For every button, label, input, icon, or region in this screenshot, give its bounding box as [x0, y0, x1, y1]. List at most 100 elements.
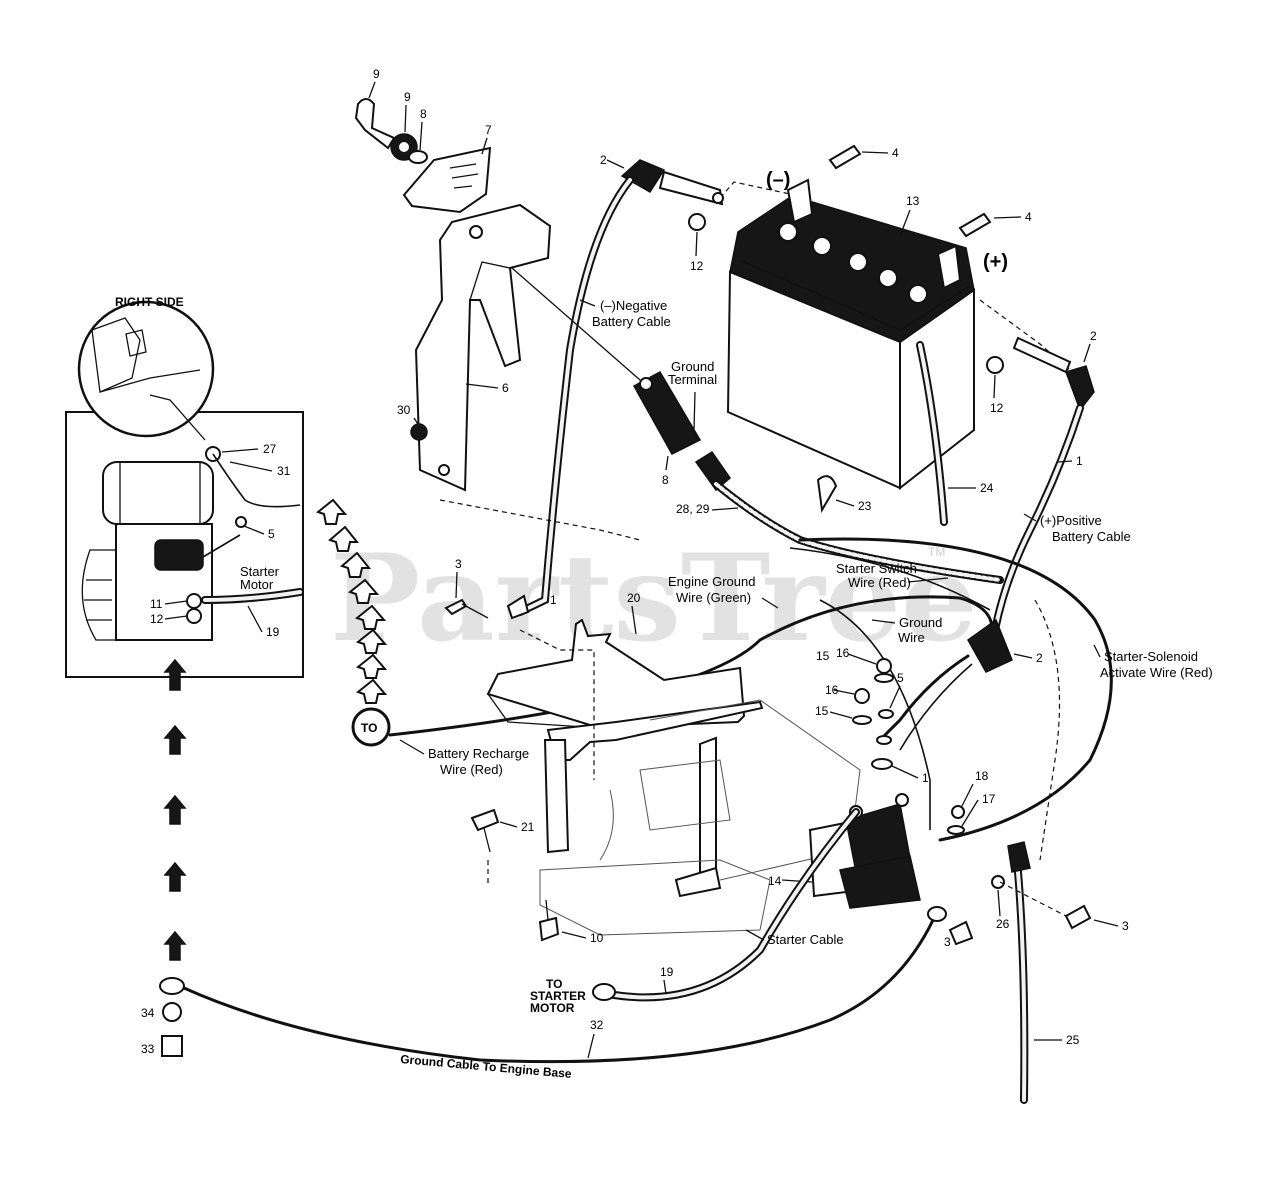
ground-cable-eyelet — [159, 977, 185, 995]
vertical-solid-arrows — [163, 658, 187, 961]
negative-terminal — [786, 178, 814, 224]
cable-clip-23 — [816, 475, 838, 514]
callout-4-top: 4 — [892, 146, 899, 160]
callout-9b: 9 — [404, 90, 411, 104]
callout-24: 24 — [980, 481, 994, 495]
boot-2-solenoid — [967, 618, 1013, 673]
callout-7: 7 — [485, 123, 492, 137]
callout-2-solenoid: 2 — [1036, 651, 1043, 665]
negative-sign: (–) — [766, 169, 790, 191]
inset-magnifier-edge — [99, 369, 201, 393]
engine-flywheel-cover — [81, 549, 117, 641]
callout-12-inset: 12 — [150, 612, 164, 626]
starter-switch-wire — [789, 547, 991, 611]
callout-19-inset: 19 — [266, 625, 280, 639]
ignition-key — [354, 98, 396, 150]
inset-starter-motor — [154, 539, 204, 571]
bolt-3-right — [1064, 904, 1092, 930]
inset-title: RIGHT SIDE — [115, 295, 184, 309]
callout-32: 32 — [590, 1018, 604, 1032]
ground-wire — [819, 599, 931, 830]
callout-34: 34 — [141, 1006, 155, 1020]
nut-12-left — [688, 213, 706, 231]
callout-1-right: 1 — [1076, 454, 1083, 468]
label-recharge-wire-2: Wire (Red) — [440, 762, 503, 777]
callout-12-left: 12 — [690, 259, 704, 273]
nut-12-right — [986, 356, 1004, 374]
positive-sign: (+) — [983, 251, 1008, 273]
callout-16-mid: 16 — [825, 683, 839, 697]
callout-3-left: 3 — [455, 557, 462, 571]
label-solenoid-wire-1: Starter-Solenoid — [1104, 649, 1198, 664]
inset-connector — [235, 516, 247, 528]
boot-2-right — [1065, 365, 1095, 412]
label-engine-ground-1: Engine Ground — [668, 574, 755, 589]
label-to-starter-3: MOTOR — [530, 1001, 575, 1015]
inset-lead — [149, 394, 206, 441]
label-recharge-wire-1: Battery Recharge — [428, 746, 529, 761]
negative-battery-cable: 2 (–)Negative Battery Cable — [511, 153, 724, 616]
braided-strap-end — [694, 450, 732, 492]
starter-solenoid: 14 — [768, 793, 921, 909]
nut-16-top — [876, 658, 892, 674]
base-ghost — [539, 859, 771, 936]
engine-ribs — [119, 462, 201, 524]
label-ground-terminal-2: Terminal — [668, 372, 717, 387]
callout-2-right: 2 — [1090, 329, 1097, 343]
callout-31: 31 — [277, 464, 291, 478]
callout-23: 23 — [858, 499, 872, 513]
callout-8-terminal: 8 — [662, 473, 669, 487]
direction-arrows — [315, 498, 388, 704]
inset-magnifier-detail — [91, 317, 141, 393]
label-starter-cable: Starter Cable — [767, 932, 844, 947]
label-ground-wire-2: Wire — [898, 630, 925, 645]
inset-right-side: RIGHT SIDE 27 31 5 Starter Motor 11 12 1… — [65, 295, 304, 678]
callout-11: 11 — [150, 597, 163, 611]
label-ground-terminal-1: Ground — [671, 359, 714, 374]
boot-2-top — [620, 159, 666, 194]
watermark-trademark: TM — [928, 545, 945, 559]
label-ground-cable-engine-base: Ground Cable To Engine Base — [400, 1052, 573, 1081]
callout-14: 14 — [768, 874, 782, 888]
callout-5-inset: 5 — [268, 527, 275, 541]
bolt-4-right — [958, 212, 992, 238]
inset-wire — [212, 453, 301, 508]
switch-plate-text — [449, 163, 479, 189]
callout-13: 13 — [906, 194, 920, 208]
callout-2-top: 2 — [600, 153, 607, 167]
nut-18 — [951, 805, 965, 819]
callout-17: 17 — [982, 792, 996, 806]
solenoid-body-bottom — [839, 855, 921, 909]
label-negative-cable-2: Battery Cable — [592, 314, 671, 329]
callout-5-mid: 5 — [897, 671, 904, 685]
callout-20: 20 — [627, 591, 641, 605]
washer-15-mid — [852, 715, 872, 725]
switch-washer — [408, 150, 428, 164]
inset-starter-label-1: Starter — [240, 564, 280, 579]
inset-wire-5 — [202, 534, 241, 558]
label-to-starter-1: TO — [546, 977, 562, 991]
positive-battery-cable: 2 1 (+)Positive Battery Cable — [979, 299, 1131, 634]
callout-25: 25 — [1066, 1033, 1080, 1047]
switch-plate — [402, 146, 492, 214]
callout-30: 30 — [397, 403, 411, 417]
callout-16-top: 16 — [836, 646, 850, 660]
callout-8: 8 — [420, 107, 427, 121]
callout-33: 33 — [141, 1042, 155, 1056]
callout-3-right: 3 — [1122, 919, 1129, 933]
nut-16-mid — [854, 688, 870, 704]
callout-21: 21 — [521, 820, 535, 834]
bolt-10-head — [538, 916, 560, 942]
plate-20 — [486, 618, 746, 730]
to-badge — [351, 707, 391, 747]
bolts-4: 4 4 — [719, 144, 1032, 238]
inset-nut-11 — [186, 593, 202, 609]
ground-terminal-body — [632, 370, 702, 455]
positive-terminal — [936, 244, 962, 290]
callout-9a: 9 — [373, 67, 380, 81]
label-starter-switch-2: Wire (Red) — [848, 575, 911, 590]
callout-3-bottom: 3 — [944, 935, 951, 949]
bracket-6 — [414, 203, 552, 492]
label-solenoid-wire-2: Activate Wire (Red) — [1100, 665, 1213, 680]
